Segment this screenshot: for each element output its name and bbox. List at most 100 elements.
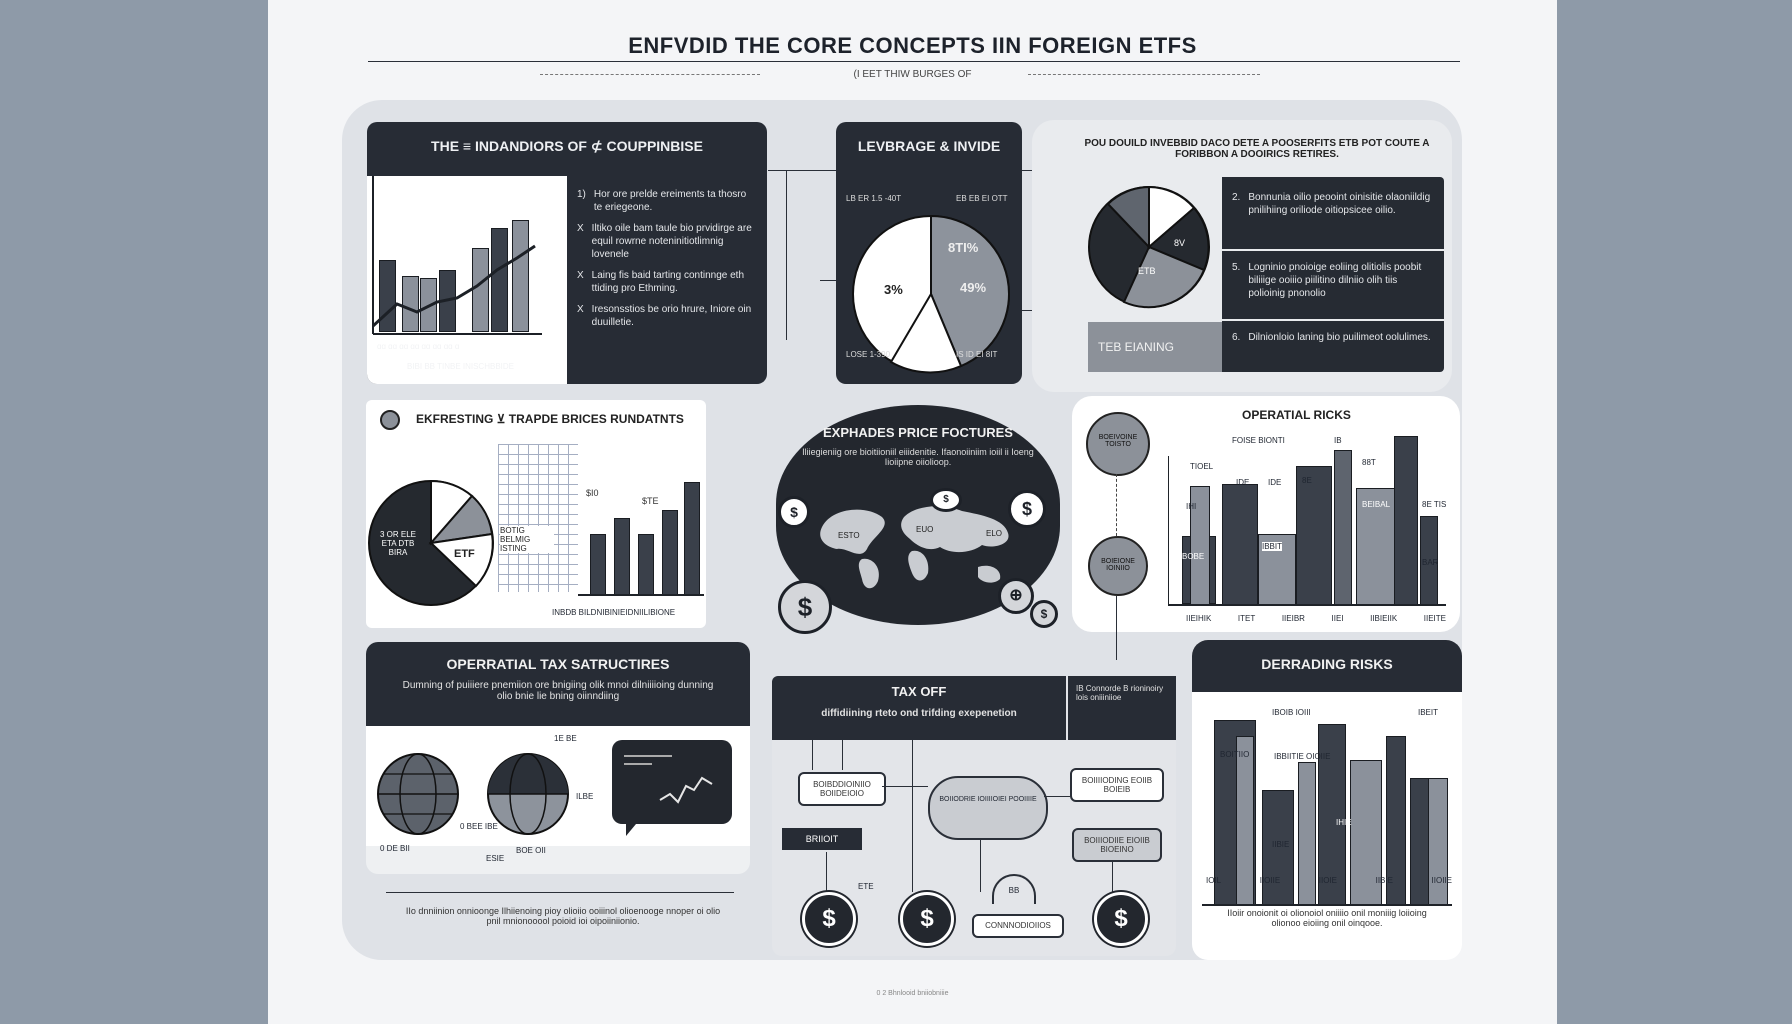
bar [1318,724,1346,906]
panel-tax-off-subheading: diffidiining rteto ond trifding exepenet… [821,708,1017,719]
connector-line [1044,796,1070,797]
connector-line [1112,860,1113,892]
bar [1350,760,1382,906]
page-subtitle: (I EET THIW BURGES OF [853,69,972,80]
bar-label: 8E TIS [1422,500,1447,509]
bar-label: 8E [1302,476,1312,485]
panel-tax-heading: OPERRATIAL TAX SATRUCTIRES [446,656,670,672]
subtitle-dash-right [1028,74,1260,75]
bar-label: IBEIT [1418,708,1439,717]
bar-label: IBBIITIE OIOIIE [1274,752,1331,761]
portfolio-pie [1088,185,1210,309]
panel-operational-heading: OPERATIAL RICKS [1242,408,1351,422]
bar [402,276,419,332]
bar-label: 88T [1362,458,1376,467]
list-item: 6.Dilnionloio laning bio puilimeot oolul… [1232,332,1431,343]
indicators-chart: ɑɑ ɑɑ ɑɑ ɑɑ ɑɑ ɑɑ ɑɑ ɑ BIBI BB TINBE INI… [367,176,567,384]
bar-label: TIOEL [1190,462,1214,471]
panel-tax-off-header: TAX OFF diffidiining rteto ond trifding … [772,676,1066,740]
trend-line [371,176,542,335]
panel-tax-header: OPERRATIAL TAX SATRUCTIRES Dumning of pu… [366,642,750,726]
panel-tax-off-heading: TAX OFF [891,684,947,699]
world-map [820,506,1009,589]
bar [1334,450,1352,606]
bar-label: BEIBAL [1362,500,1391,509]
bar-label: BOBE [1182,552,1205,561]
panel-trade-prices: EKFRESTING ⊻ TRAPDE BRICES RUNDATNTS 3 O… [366,400,706,628]
bar-label: $I0 [586,488,599,498]
bar [1394,436,1418,606]
page-title: ENFVDID THE CORE CONCEPTS IIN FOREIGN ET… [628,33,1197,58]
list-item: 2.Bonnunia oilio peooint oinisitie olaon… [1232,192,1431,216]
coin-icon: $ [930,488,962,512]
panel-indicators-heading: THE ≡ INDANDIORS OF ⊄ COUPPINBISE [431,138,703,154]
flow-box: BOIBDDIOINIIO BOIIDEIOIO [798,772,886,806]
bar [638,534,654,596]
dollar-coin-icon: $ [802,892,856,946]
trade-pie [368,479,494,606]
list-item: 1)Hor ore prelde ereiments ta thosro te … [577,189,747,213]
flow-box: BOIIIODIIE EIOIIB BIOEINO [1072,828,1162,862]
pie-label: ETF [454,548,475,560]
bar-label: IBBIT [1262,542,1283,551]
infographic-page: ENFVDID THE CORE CONCEPTS IIN FOREIGN ET… [268,0,1557,1024]
flow-marker: ETE [858,882,874,891]
connector-line [912,740,913,892]
bar-label: IB [1334,436,1342,445]
panel-tax-structures: OPERRATIAL TAX SATRUCTIRES Dumning of pu… [366,642,750,874]
divider [1222,319,1444,321]
map-label: EUO [916,525,934,534]
globe-label: BOE OII [516,846,546,855]
cloud-icon: BOIIODRIE IOIIIIOIEI POOIIIIE [928,776,1048,840]
subtitle-dash-left [540,74,760,75]
axis [1202,904,1452,906]
flow-box: BOIIIIODING EOIIB BOIEIB [1070,768,1164,802]
panel-tax-off-note: IB Connorde B rioninoiry lois oniiiniioe [1068,676,1176,740]
bar-label: IDE [1268,478,1282,487]
connector-line [1116,474,1118,536]
leverage-pie [852,214,1010,374]
connector-line [842,740,843,770]
panel-portfolio-heading: POU DOUILD INVEBBID DACO DETE A POOSERFI… [1084,138,1430,160]
coin-icon: $ [778,496,810,528]
pie-label: 8V [1174,238,1186,248]
globe-label: ESIE [486,854,505,863]
connector-line [812,740,813,770]
portfolio-tag: TEB EIANING [1088,322,1222,372]
bar-label: IHI [1186,502,1197,511]
bar-label: IDE [1236,478,1250,487]
grid-table [498,444,578,592]
panel-portfolio: POU DOUILD INVEBBID DACO DETE A POOSERFI… [1032,120,1452,392]
axis [1168,456,1169,606]
bar-label: BAR [1422,558,1439,567]
x-axis-labels: IIEIHIK ITET IIEIBR IIEI IIBIEIIK IIEITE [1186,614,1446,623]
globe-label: 0 BEE IBE [460,822,498,831]
panel-tax-footer: IIo dnniinion onnioonge Ilhiienoing pioy… [405,906,721,926]
divider [1222,249,1444,251]
axis [1168,604,1446,606]
globe-label: 0 DE BII [380,844,410,853]
footnote: 0 2 Bhnlooid bniiobniiie [876,990,949,997]
dollar-coin-icon: $ [1094,892,1148,946]
dollar-coin-icon: $ [900,892,954,946]
chart-bubble [612,740,732,836]
leverage-label: LOSE 1-390 [846,350,891,359]
map-label: ESTO [838,531,860,540]
divider [386,892,734,893]
list-item: 5.Logninio pnoioige eoliing olitiolis po… [1232,262,1422,299]
coin-icon: $ [778,580,832,634]
panel-tax-text: Dumning of puiiiere pnemiion ore bnigiin… [402,680,714,702]
bar [684,482,700,596]
bar-label: IHIE [1336,818,1352,827]
pie-label: 3 OR ELE ETA DTB BIRA [379,530,416,557]
axis [578,594,704,596]
panel-price-heading: EXPHADES PRICE FOCTURES [823,425,1013,440]
connector-line [786,170,787,340]
globe-icon [487,753,569,835]
indicators-list: 1)Hor ore prelde ereiments ta thosro te … [577,188,757,329]
bar [614,518,630,596]
coin-icon: $ [1008,490,1046,528]
pie-label: 8TI% [948,240,979,255]
pie-label: 49% [960,280,987,295]
